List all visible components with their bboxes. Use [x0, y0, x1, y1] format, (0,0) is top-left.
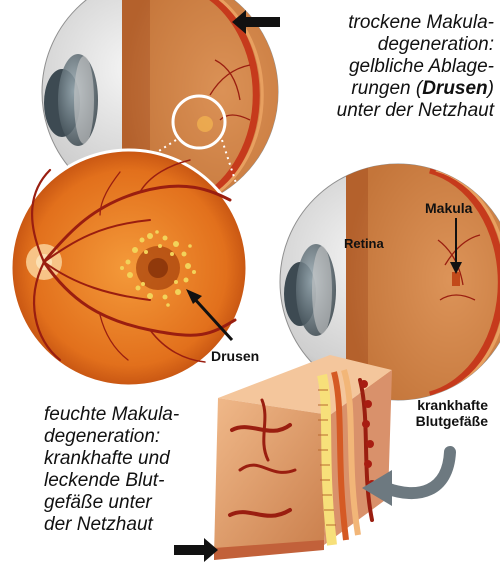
dry-line-4: rungen (Drusen)	[268, 78, 494, 100]
retina-label: Retina	[344, 236, 384, 252]
vessels-label-line-1: krankhafte	[388, 397, 488, 413]
dry-line-3: gelbliche Ablage-	[268, 56, 494, 78]
arrow-right-icon	[174, 538, 218, 562]
dry-line-1: trockene Makula-	[268, 12, 494, 34]
wet-line-1: feuchte Makula-	[44, 404, 224, 426]
dry-line-4a: rungen (	[351, 78, 422, 99]
wet-line-5: gefäße unter	[44, 492, 224, 514]
wet-line-6: der Netzhaut	[44, 514, 224, 536]
dry-line-2: degeneration:	[268, 34, 494, 56]
makula-label: Makula	[425, 200, 472, 216]
wet-line-2: degeneration:	[44, 426, 224, 448]
wet-line-3: krankhafte und	[44, 448, 224, 470]
retina-cross-section	[214, 355, 392, 560]
wet-line-4: leckende Blut-	[44, 470, 224, 492]
wet-amd-caption: feuchte Makula- degeneration: krankhafte…	[44, 404, 224, 536]
macula-spot	[452, 272, 460, 286]
drusen-label: Drusen	[211, 348, 259, 364]
vessels-label: krankhafte Blutgefäße	[388, 397, 488, 429]
dry-line-4b: )	[488, 78, 494, 99]
dry-amd-caption: trockene Makula- degeneration: gelbliche…	[268, 12, 494, 122]
drusen-highlight: Drusen	[422, 78, 487, 99]
dry-line-5: unter der Netzhaut	[268, 100, 494, 122]
vessels-label-line-2: Blutgefäße	[388, 413, 488, 429]
